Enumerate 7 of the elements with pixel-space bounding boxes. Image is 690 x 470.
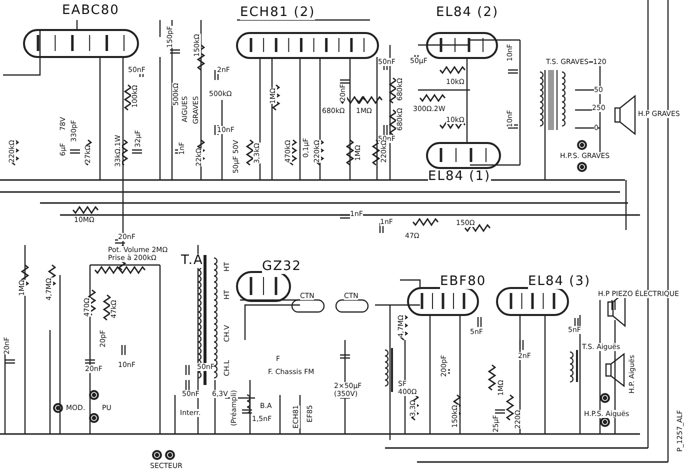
transformer-label: T.A — [181, 254, 204, 268]
tube-label: EL84 (2) — [436, 6, 499, 20]
tube-label: ECH81 (2) — [240, 6, 316, 20]
tube-label: EBF80 — [440, 275, 486, 289]
tube-label: EL84 (1) — [428, 170, 491, 184]
tube-label: GZ32 — [262, 260, 302, 274]
tube-label: EL84 (3) — [528, 275, 591, 289]
